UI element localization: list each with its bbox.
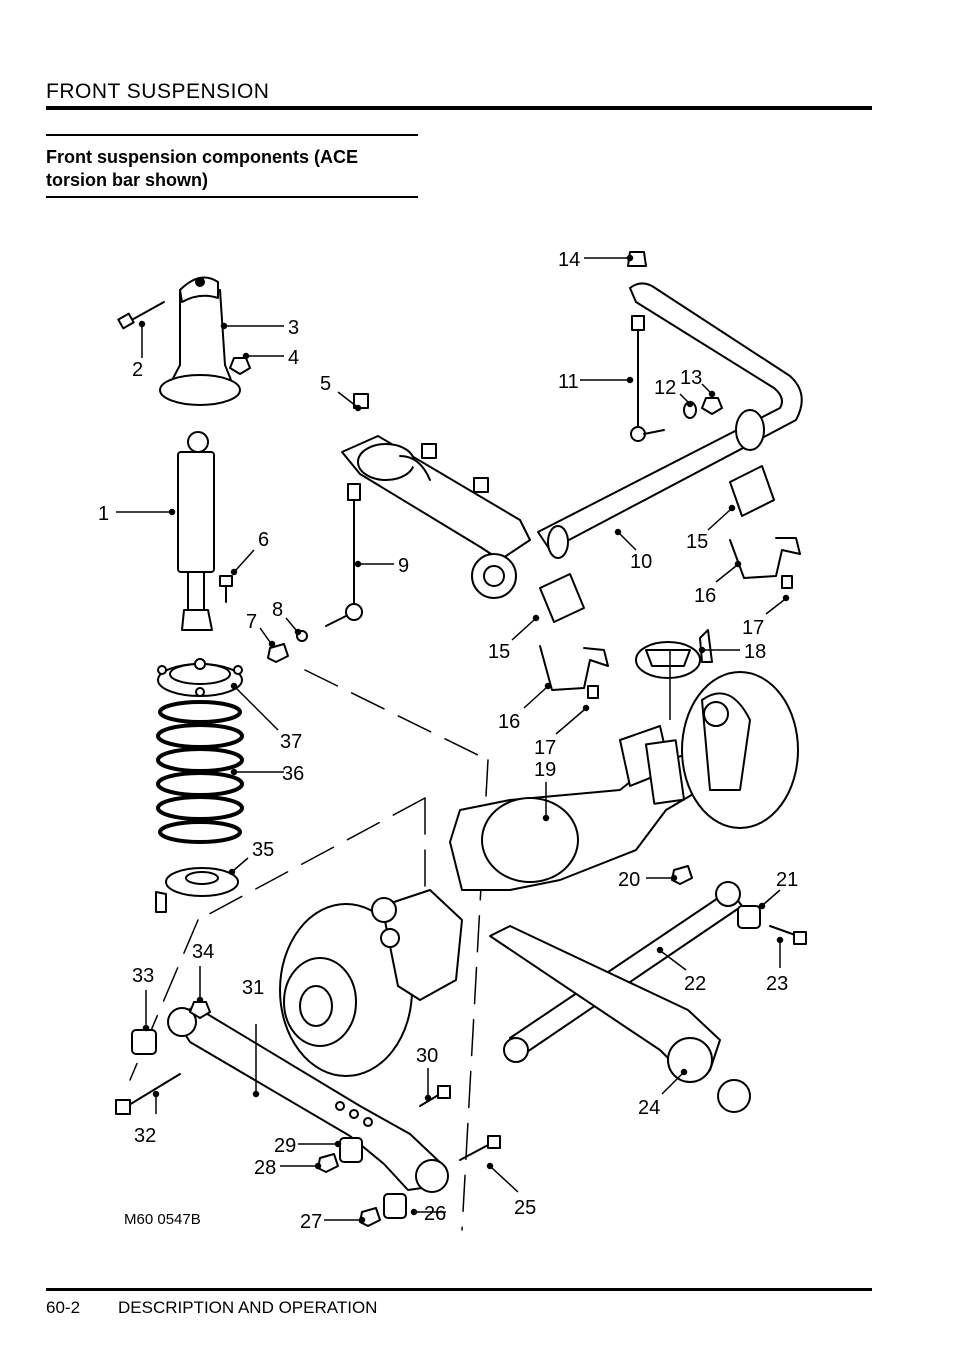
callout-31: 31 bbox=[242, 977, 264, 999]
callout-5: 5 bbox=[320, 373, 331, 395]
footer-rule bbox=[46, 1288, 872, 1291]
callout-4: 4 bbox=[288, 347, 299, 369]
page-header-title: FRONT SUSPENSION bbox=[46, 80, 270, 103]
callout-15b: 15 bbox=[686, 531, 708, 553]
section-rule-bottom bbox=[46, 196, 418, 198]
callout-2: 2 bbox=[132, 359, 143, 381]
callout-28: 28 bbox=[254, 1157, 276, 1179]
callout-29: 29 bbox=[274, 1135, 296, 1157]
suspension-diagram: 1 2 3 4 5 6 7 8 9 10 11 12 13 14 15 15 1… bbox=[90, 230, 870, 1250]
section-rule-top bbox=[46, 134, 418, 136]
callout-21: 21 bbox=[776, 869, 798, 891]
callout-11: 11 bbox=[558, 371, 579, 393]
callout-35: 35 bbox=[252, 839, 274, 861]
callout-37: 37 bbox=[280, 731, 302, 753]
figure-reference: M60 0547B bbox=[124, 1211, 201, 1228]
callout-17a: 17 bbox=[534, 737, 556, 759]
callout-labels: 1 2 3 4 5 6 7 8 9 10 11 12 13 14 15 15 1… bbox=[98, 249, 798, 1233]
callout-3: 3 bbox=[288, 317, 299, 339]
callout-25: 25 bbox=[514, 1197, 536, 1219]
callout-12: 12 bbox=[654, 377, 676, 399]
header-rule bbox=[46, 106, 872, 110]
callout-13: 13 bbox=[680, 367, 702, 389]
callout-22: 22 bbox=[684, 973, 706, 995]
callout-8: 8 bbox=[272, 599, 283, 621]
callout-36: 36 bbox=[282, 763, 304, 785]
page-number: 60-2 bbox=[46, 1298, 81, 1317]
callout-33: 33 bbox=[132, 965, 154, 987]
callout-34: 34 bbox=[192, 941, 214, 963]
callout-15a: 15 bbox=[488, 641, 510, 663]
callout-20: 20 bbox=[618, 869, 640, 891]
callout-9: 9 bbox=[398, 555, 409, 577]
callout-30: 30 bbox=[416, 1045, 438, 1067]
section-title: Front suspension components (ACE torsion… bbox=[46, 147, 359, 190]
callout-24: 24 bbox=[638, 1097, 660, 1119]
callout-16b: 16 bbox=[694, 585, 716, 607]
callout-14: 14 bbox=[558, 249, 580, 271]
callout-16a: 16 bbox=[498, 711, 520, 733]
suspension-illustration: 1 2 3 4 5 6 7 8 9 10 11 12 13 14 15 15 1… bbox=[98, 249, 807, 1233]
footer-section-name: DESCRIPTION AND OPERATION bbox=[118, 1298, 378, 1317]
callout-32: 32 bbox=[134, 1125, 156, 1147]
callout-26: 26 bbox=[424, 1203, 446, 1225]
callout-6: 6 bbox=[258, 529, 269, 551]
callout-1: 1 bbox=[98, 503, 109, 525]
callout-10: 10 bbox=[630, 551, 652, 573]
callout-18: 18 bbox=[744, 641, 766, 663]
callout-27: 27 bbox=[300, 1211, 322, 1233]
callout-19: 19 bbox=[534, 759, 556, 781]
callout-17b: 17 bbox=[742, 617, 764, 639]
callout-23: 23 bbox=[766, 973, 788, 995]
callout-7: 7 bbox=[246, 611, 257, 633]
